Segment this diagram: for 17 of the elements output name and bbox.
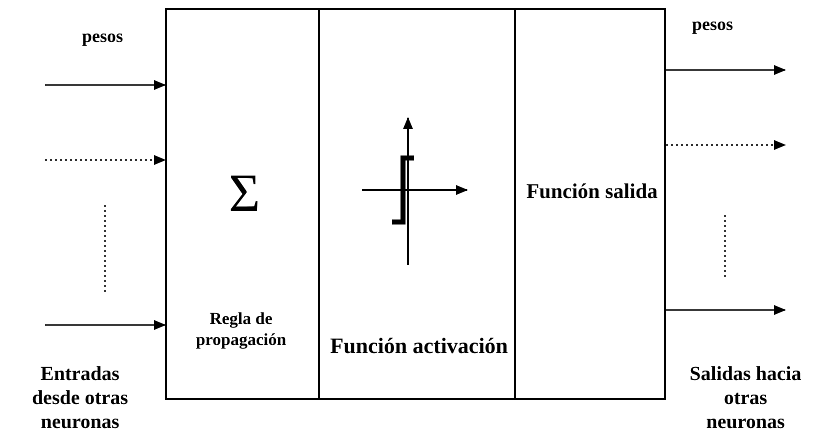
arrow [666, 65, 786, 75]
process-box [318, 8, 516, 400]
block-label: Función salida [525, 178, 659, 204]
arrow [666, 305, 786, 315]
output-label: Salidas hacia otras neuronas [688, 362, 802, 434]
block-label: Regla de propagación [194, 308, 288, 350]
weight-label: pesos [692, 14, 734, 36]
sigma-symbol: Σ [228, 162, 262, 225]
arrow [45, 80, 166, 90]
process-box [165, 8, 320, 400]
arrow [666, 140, 786, 150]
weight-label: pesos [82, 26, 124, 48]
arrow [45, 320, 166, 330]
process-box [514, 8, 666, 400]
block-label: Función activación [329, 332, 509, 360]
arrow [45, 155, 166, 165]
input-label: Entradas desde otras neuronas [30, 362, 130, 434]
